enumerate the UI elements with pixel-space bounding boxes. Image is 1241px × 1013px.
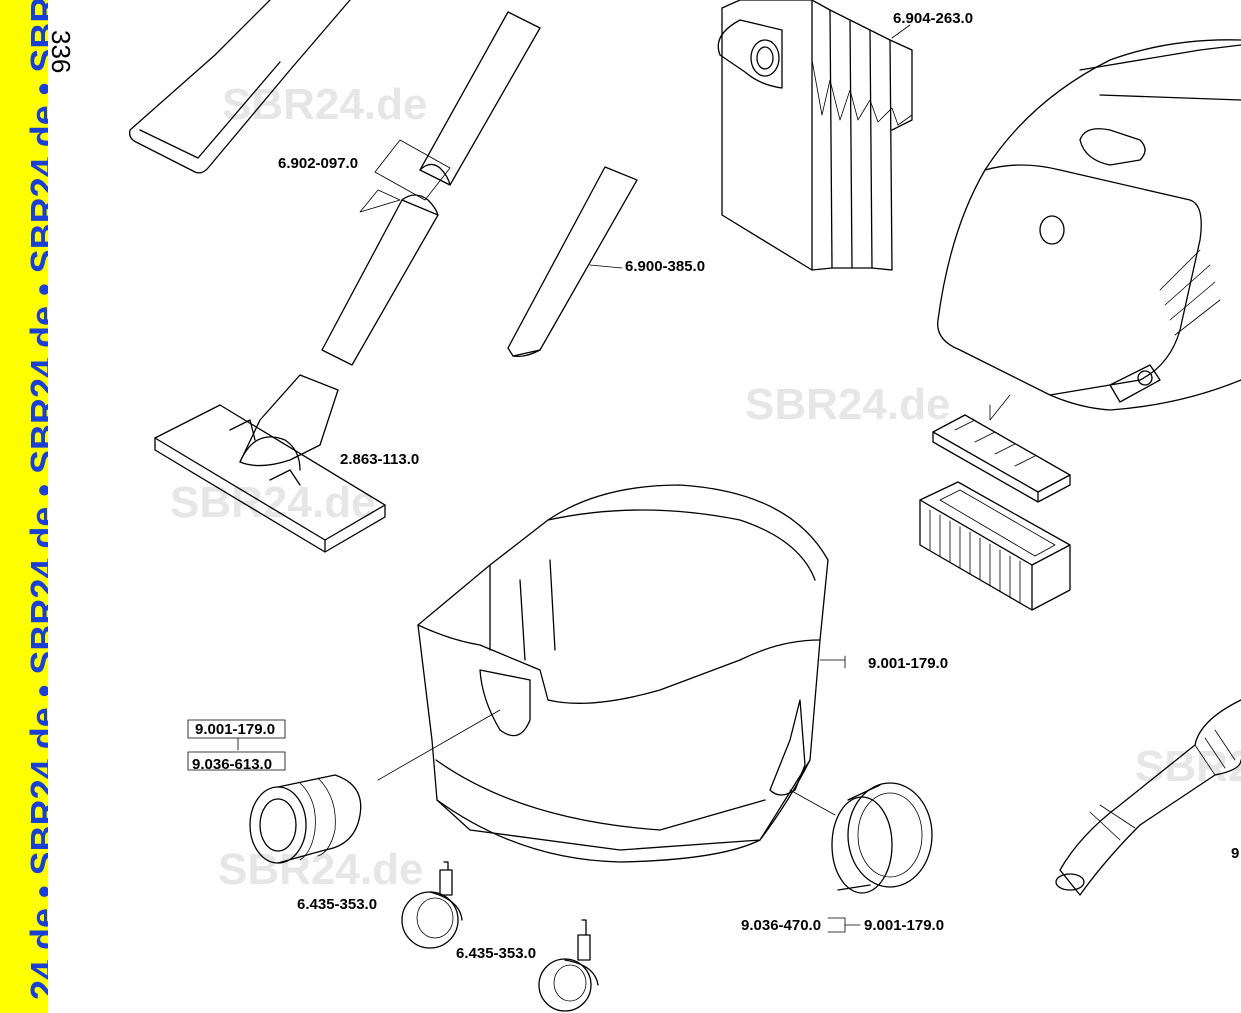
hose-socket bbox=[249, 774, 362, 864]
suction-hose bbox=[1055, 699, 1241, 896]
floor-nozzle bbox=[154, 374, 386, 553]
extension-tube-upper bbox=[419, 11, 541, 186]
label-castor-right: 6.435-353.0 bbox=[456, 945, 537, 962]
wheel-leader bbox=[827, 917, 861, 933]
bags-leader bbox=[891, 24, 911, 39]
socket-label-box bbox=[187, 719, 286, 771]
brand-sidebar: 24.de • SBR24.de • SBR24.de • SBR24.de •… bbox=[0, 0, 48, 1013]
castor-right bbox=[538, 919, 599, 1012]
filter-bag-set bbox=[717, 0, 913, 271]
watermark: SBR24.de bbox=[222, 80, 428, 129]
label-socket: 9.036-613.0 bbox=[192, 756, 273, 773]
label-extension-tube: 6.902-097.0 bbox=[278, 155, 359, 172]
label-cut-off: 9 bbox=[1231, 845, 1240, 862]
wheel bbox=[789, 782, 933, 894]
dirt-container bbox=[417, 484, 846, 863]
flat-filter-cartridge bbox=[919, 481, 1071, 611]
label-filter-bags: 6.904-263.0 bbox=[893, 10, 974, 27]
vacuum-head bbox=[937, 39, 1241, 411]
crevice-nozzle bbox=[507, 166, 638, 358]
label-wheel-screw: 9.001-179.0 bbox=[864, 917, 945, 934]
filter-frame bbox=[932, 394, 1071, 503]
extension-tube-lower bbox=[321, 194, 439, 366]
tube-label-bracket bbox=[359, 139, 451, 213]
socket-leader bbox=[377, 709, 501, 781]
watermark: SBR24.de bbox=[745, 380, 951, 429]
label-castor-left: 6.435-353.0 bbox=[297, 896, 378, 913]
watermark: SBR24.de bbox=[218, 845, 424, 894]
label-crevice-nozzle: 6.900-385.0 bbox=[625, 258, 706, 275]
label-container-screw: 9.001-179.0 bbox=[868, 655, 949, 672]
label-floor-nozzle: 2.863-113.0 bbox=[340, 451, 420, 468]
label-socket-screw: 9.001-179.0 bbox=[195, 721, 276, 738]
watermark: SBR24.de bbox=[170, 478, 376, 527]
upper-nozzle-part bbox=[128, 0, 351, 174]
castor-left bbox=[401, 861, 463, 949]
label-wheel: 9.036-470.0 bbox=[741, 917, 822, 934]
